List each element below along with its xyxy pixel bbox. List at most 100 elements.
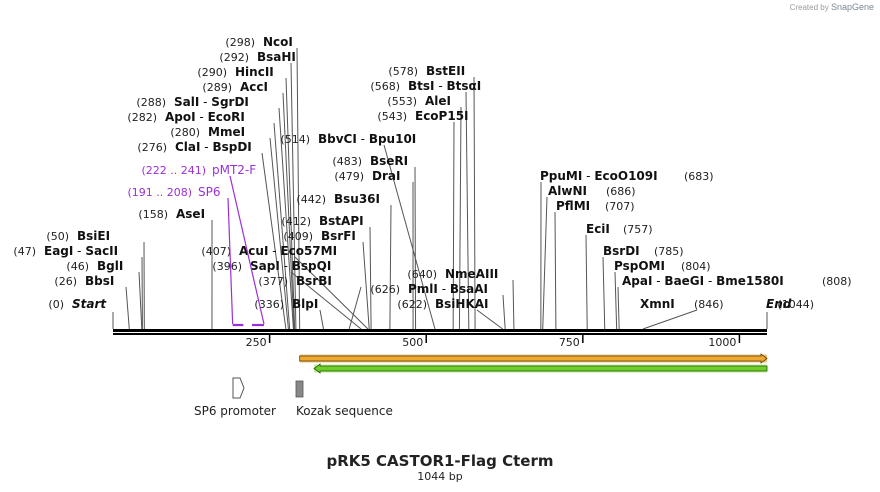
primer-position-pmt2f: (222 .. 241): [141, 164, 206, 177]
primer-position-sp6: (191 .. 208): [127, 186, 192, 199]
cut-line-pmli: [502, 294, 506, 330]
site-label-bsahi: BsaHI: [257, 50, 296, 64]
site-label-bsiei: BsiEI: [77, 229, 110, 243]
cut-line-bseri: [414, 166, 417, 330]
site-label-eagi: EagI - SacII: [44, 244, 118, 258]
ruler-label-1000: 1000: [708, 336, 736, 349]
cut-line-bsrfi: [362, 241, 370, 330]
cut-line-mmei: [269, 137, 289, 330]
site-position-acci: (289): [202, 81, 232, 94]
site-position-btsi: (568): [370, 80, 400, 93]
site-label-pspomi: PspOMI: [614, 259, 665, 273]
site-position-blpi: (336): [254, 298, 284, 311]
cut-line-nmeaiii: [512, 279, 515, 330]
cut-line-blpi: [319, 309, 324, 330]
feature-arrow-flag: [313, 363, 768, 374]
cut-line-bsrdi: [602, 256, 606, 330]
site-label-ncoi: NcoI: [263, 35, 293, 49]
site-position-bseri: (483): [332, 155, 362, 168]
site-position-bsu36i: (442): [296, 193, 326, 206]
site-position-sali: (288): [136, 96, 166, 109]
sequence-backbone: [113, 329, 767, 335]
site-label-xmni: XmnI: [640, 297, 675, 311]
site-position-bstapi: (412): [281, 215, 311, 228]
site-position-ecii: (757): [623, 223, 653, 236]
site-position-pspomi: (804): [681, 260, 711, 273]
cut-line-apoi: [273, 122, 291, 330]
site-label-bgli: BglI: [97, 259, 123, 273]
site-label-ppumi: PpuMI - EcoO109I: [540, 169, 658, 183]
site-position-bsrfi: (409): [283, 230, 313, 243]
cut-line-bsahi: [290, 62, 297, 330]
site-position-eagi: (47): [13, 245, 36, 258]
site-position-mmei: (280): [170, 126, 200, 139]
site-label-ecop15i: EcoP15I: [415, 109, 469, 123]
site-label-drai: DraI: [372, 169, 400, 183]
site-label-acui: AcuI - Eco57MI: [239, 244, 337, 258]
site-position-bsteii: (578): [388, 65, 418, 78]
site-label-bsrdi: BsrDI: [603, 244, 640, 258]
cut-line-acci: [282, 92, 295, 330]
site-position-ncoi: (298): [225, 36, 255, 49]
site-position-bsihkai: (622): [397, 298, 427, 311]
site-label-bseri: BseRI: [370, 154, 408, 168]
site-label-btsi: BtsI - BtsαI: [408, 79, 481, 93]
site-position-bgli: (46): [66, 260, 89, 273]
site-position-ppumi: (683): [684, 170, 714, 183]
cut-line-btsi: [465, 91, 470, 330]
site-label-apoi: ApoI - EcoRI: [165, 110, 245, 124]
primer-label-pmt2f: pMT2-F: [212, 163, 256, 177]
primer-line-sp6: [227, 197, 234, 325]
cut-line-bsteii: [473, 76, 476, 330]
ruler-label-250: 250: [246, 336, 267, 349]
map-length: 1044 bp: [417, 470, 463, 483]
site-label-bsu36i: Bsu36I: [334, 192, 380, 206]
site-position-bbsi: (26): [54, 275, 77, 288]
site-position-bsiei: (50): [46, 230, 69, 243]
site-label-bsihkai: BsiHKAI: [435, 297, 489, 311]
cut-line-apai: [617, 286, 620, 330]
site-label-alei: AleI: [425, 94, 451, 108]
cut-line-bgli: [138, 271, 143, 330]
site-position-apoi: (282): [127, 111, 157, 124]
ruler-label-500: 500: [402, 336, 423, 349]
site-label-bbsi: BbsI: [85, 274, 114, 288]
cut-line-alwni: [542, 196, 548, 330]
start-label: Start: [72, 297, 107, 311]
cut-line-hincii: [285, 77, 296, 330]
site-position-alwni: (686): [606, 185, 636, 198]
site-position-pflmi: (707): [605, 200, 635, 213]
kozak-box-icon: [295, 380, 304, 398]
site-label-apai: ApaI - BaeGI - Bme1580I: [622, 274, 784, 288]
site-position-sapi: (396): [212, 260, 242, 273]
primers: (222 .. 241)pMT2-F(191 .. 208)SP6: [127, 163, 265, 327]
site-label-sali: SalI - SgrDI: [174, 95, 249, 109]
cut-site-lines: [112, 47, 768, 330]
end-position: (1044): [777, 298, 814, 311]
site-position-hincii: (290): [197, 66, 227, 79]
feature-arrow-castor1: [299, 353, 768, 364]
site-position-bbvci: (514): [280, 133, 310, 146]
site-label-sapi: SapI - BspQI: [250, 259, 331, 273]
promoter-arrow-icon: [232, 377, 245, 399]
site-label-bsteii: BstEII: [426, 64, 465, 78]
site-position-clai: (276): [137, 141, 167, 154]
cut-line-sali: [278, 107, 294, 330]
cut-site-labels: (298)NcoI(292)BsaHI(290)HincII(289)AccI(…: [13, 35, 851, 311]
site-label-clai: ClaI - BspDI: [175, 140, 252, 154]
site-label-alwni: AlwNI: [548, 184, 587, 198]
cut-line-alei: [458, 106, 462, 330]
start-position: (0): [48, 298, 64, 311]
site-label-nmeaiii: NmeAIII: [445, 267, 498, 281]
credit-prefix: Created by: [789, 3, 829, 12]
site-label-bsrbi: BsrBI: [296, 274, 332, 288]
backbone-top-strand: [113, 329, 767, 332]
end-label: End: [766, 297, 792, 311]
site-position-alei: (553): [387, 95, 417, 108]
cut-line-sapi: [290, 271, 362, 330]
feature-label-kozak: Kozak sequence: [296, 404, 393, 418]
cut-line-pspomi: [614, 271, 618, 330]
